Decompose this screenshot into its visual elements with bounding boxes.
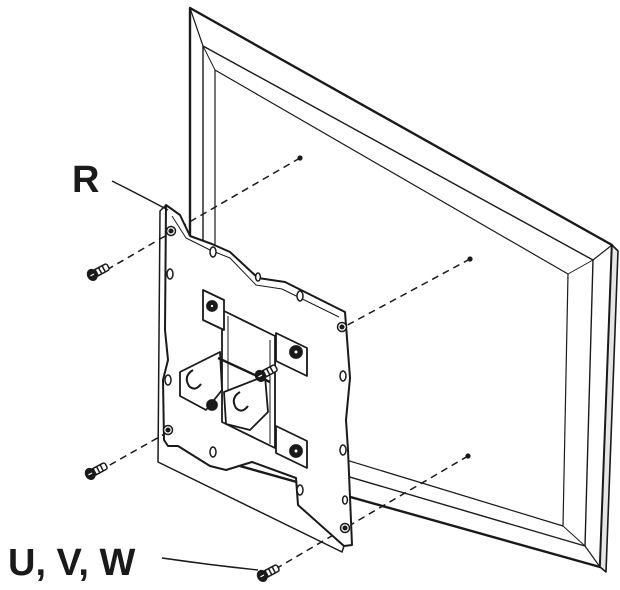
- screw-bottom-left: [84, 462, 108, 480]
- alignment-line-top-right: [341, 258, 471, 329]
- callout-label-r: R: [72, 159, 99, 201]
- tv-side-edge: [599, 244, 619, 573]
- screw-center: [254, 364, 278, 382]
- screws: [84, 263, 280, 582]
- screw-bottom-right: [256, 564, 280, 582]
- callout-leaders: [111, 180, 259, 571]
- callout-label-uvw: U, V, W: [8, 542, 136, 584]
- leader-r: [111, 180, 169, 211]
- alignment-line-top-left: [102, 157, 301, 273]
- alignment-line-bottom-left: [100, 431, 169, 471]
- leader-uvw: [161, 557, 259, 571]
- alignment-line-bottom-right: [271, 455, 469, 572]
- bracket-holes: [162, 225, 351, 534]
- screw-top-left: [86, 263, 110, 281]
